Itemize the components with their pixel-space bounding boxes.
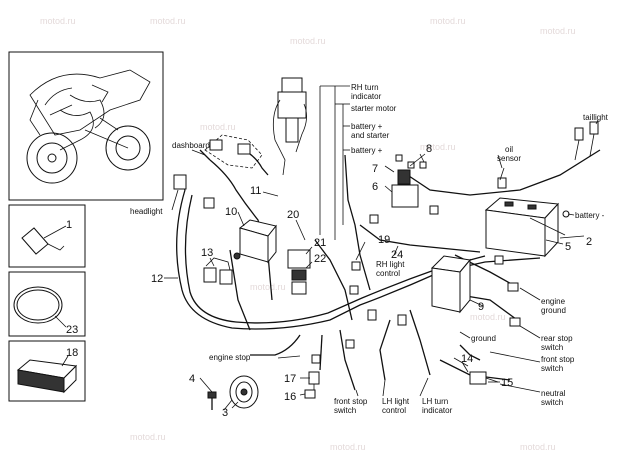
watermark-layer: motod.ru motod.ru motod.ru motod.ru moto…: [40, 16, 576, 452]
part-number-19: 19: [378, 234, 390, 246]
label-rh-light-control-2: control: [376, 269, 400, 278]
taillight-connectors: [574, 121, 599, 161]
label-taillight: taillight: [583, 113, 609, 122]
annotation-labels: RH turn indicator starter motor battery …: [130, 83, 609, 415]
label-battery-and-starter-1: battery +: [351, 122, 383, 131]
watermark-6: motod.ru: [200, 122, 236, 132]
label-dashboard: dashboard: [172, 141, 210, 150]
label-oil-sensor-1: oil: [505, 145, 513, 154]
watermark-7: motod.ru: [420, 142, 456, 152]
part-number-23: 23: [66, 324, 78, 336]
label-front-stop-switch-bottom-1: front stop: [334, 397, 368, 406]
label-ground: ground: [471, 334, 496, 343]
module-9: [430, 255, 471, 314]
fuel-pump-assembly: [272, 77, 307, 176]
part-number-16: 16: [284, 391, 296, 403]
watermark-2: motod.ru: [150, 16, 186, 26]
label-engine-ground-1: engine: [541, 297, 566, 306]
part-number-2: 2: [586, 236, 592, 248]
part-number-11: 11: [250, 185, 261, 197]
headlight-connector: [173, 174, 215, 209]
part-number-20: 20: [287, 209, 299, 221]
part-number-9: 9: [478, 301, 484, 313]
part-number-7: 7: [372, 163, 378, 175]
label-rear-stop-switch-2: switch: [541, 343, 563, 352]
label-starter-motor: starter motor: [351, 104, 397, 113]
watermark-11: motod.ru: [330, 442, 366, 452]
label-lh-light-control-1: LH light: [382, 397, 410, 406]
label-neutral-switch-1: neutral: [541, 389, 566, 398]
part-number-4: 4: [189, 373, 195, 385]
part-number-12: 12: [151, 273, 163, 285]
control-unit-10: [233, 219, 277, 264]
watermark-5: motod.ru: [540, 26, 576, 36]
part-number-18: 18: [66, 347, 78, 359]
label-neutral-switch-2: switch: [541, 398, 563, 407]
part-number-13: 13: [201, 247, 213, 259]
label-rh-turn-indicator-1: RH turn: [351, 83, 379, 92]
relays-13: [203, 257, 233, 285]
part-number-17: 17: [284, 373, 296, 385]
watermark-1: motod.ru: [40, 16, 76, 26]
label-battery-plus: battery +: [351, 146, 383, 155]
label-oil-sensor-2: sensor: [497, 154, 521, 163]
label-battery-minus: battery -: [575, 211, 605, 220]
watermark-9: motod.ru: [470, 312, 506, 322]
part-number-22: 22: [314, 253, 326, 265]
watermark-10: motod.ru: [130, 432, 166, 442]
label-battery-and-starter-2: and starter: [351, 131, 390, 140]
part-number-14: 14: [461, 353, 473, 365]
label-front-stop-switch-bottom-2: switch: [334, 406, 356, 415]
relay-group: [391, 154, 427, 208]
label-lh-turn-indicator-1: LH turn: [422, 397, 448, 406]
part-number-1: 1: [66, 219, 72, 231]
part-number-21: 21: [314, 237, 326, 249]
switches-16-17: [304, 371, 320, 399]
inline-connectors: [311, 177, 521, 364]
motorcycle-thumbnail: [8, 51, 164, 201]
sensors-14-15: [461, 361, 499, 385]
label-front-stop-switch-right-2: switch: [541, 364, 563, 373]
part-number-15: 15: [501, 377, 513, 389]
part-number-5: 5: [565, 241, 571, 253]
part-number-3: 3: [222, 407, 228, 419]
label-rear-stop-switch-1: rear stop: [541, 334, 573, 343]
item-18-box: 18: [8, 340, 86, 402]
label-rh-light-control-1: RH light: [376, 260, 405, 269]
part-number-6: 6: [372, 181, 378, 193]
watermark-8: motod.ru: [250, 282, 286, 292]
label-front-stop-switch-right-1: front stop: [541, 355, 575, 364]
dashboard-connector: [204, 134, 263, 169]
part-number-8: 8: [426, 143, 432, 155]
label-lh-turn-indicator-2: indicator: [422, 406, 453, 415]
bolt-4: [207, 391, 217, 410]
watermark-12: motod.ru: [520, 442, 556, 452]
part-number-24: 24: [391, 249, 403, 261]
label-lh-light-control-2: control: [382, 406, 406, 415]
watermark-3: motod.ru: [290, 36, 326, 46]
battery: [484, 197, 570, 258]
horn-3: [223, 375, 259, 411]
label-rh-turn-indicator-2: indicator: [351, 92, 382, 101]
leader-lines: [164, 85, 599, 409]
item-23-box: 23: [8, 271, 86, 337]
item-1-box: 1: [8, 204, 86, 268]
part-numbers: 2 3 4 5 6 7 8 9 10 11 12 13 14 15 16 17 …: [151, 143, 592, 419]
label-headlight: headlight: [130, 207, 163, 216]
connectors-21-22: [287, 249, 311, 295]
part-number-10: 10: [225, 206, 237, 218]
label-engine-stop: engine stop: [209, 353, 251, 362]
watermark-4: motod.ru: [430, 16, 466, 26]
label-engine-ground-2: ground: [541, 306, 566, 315]
